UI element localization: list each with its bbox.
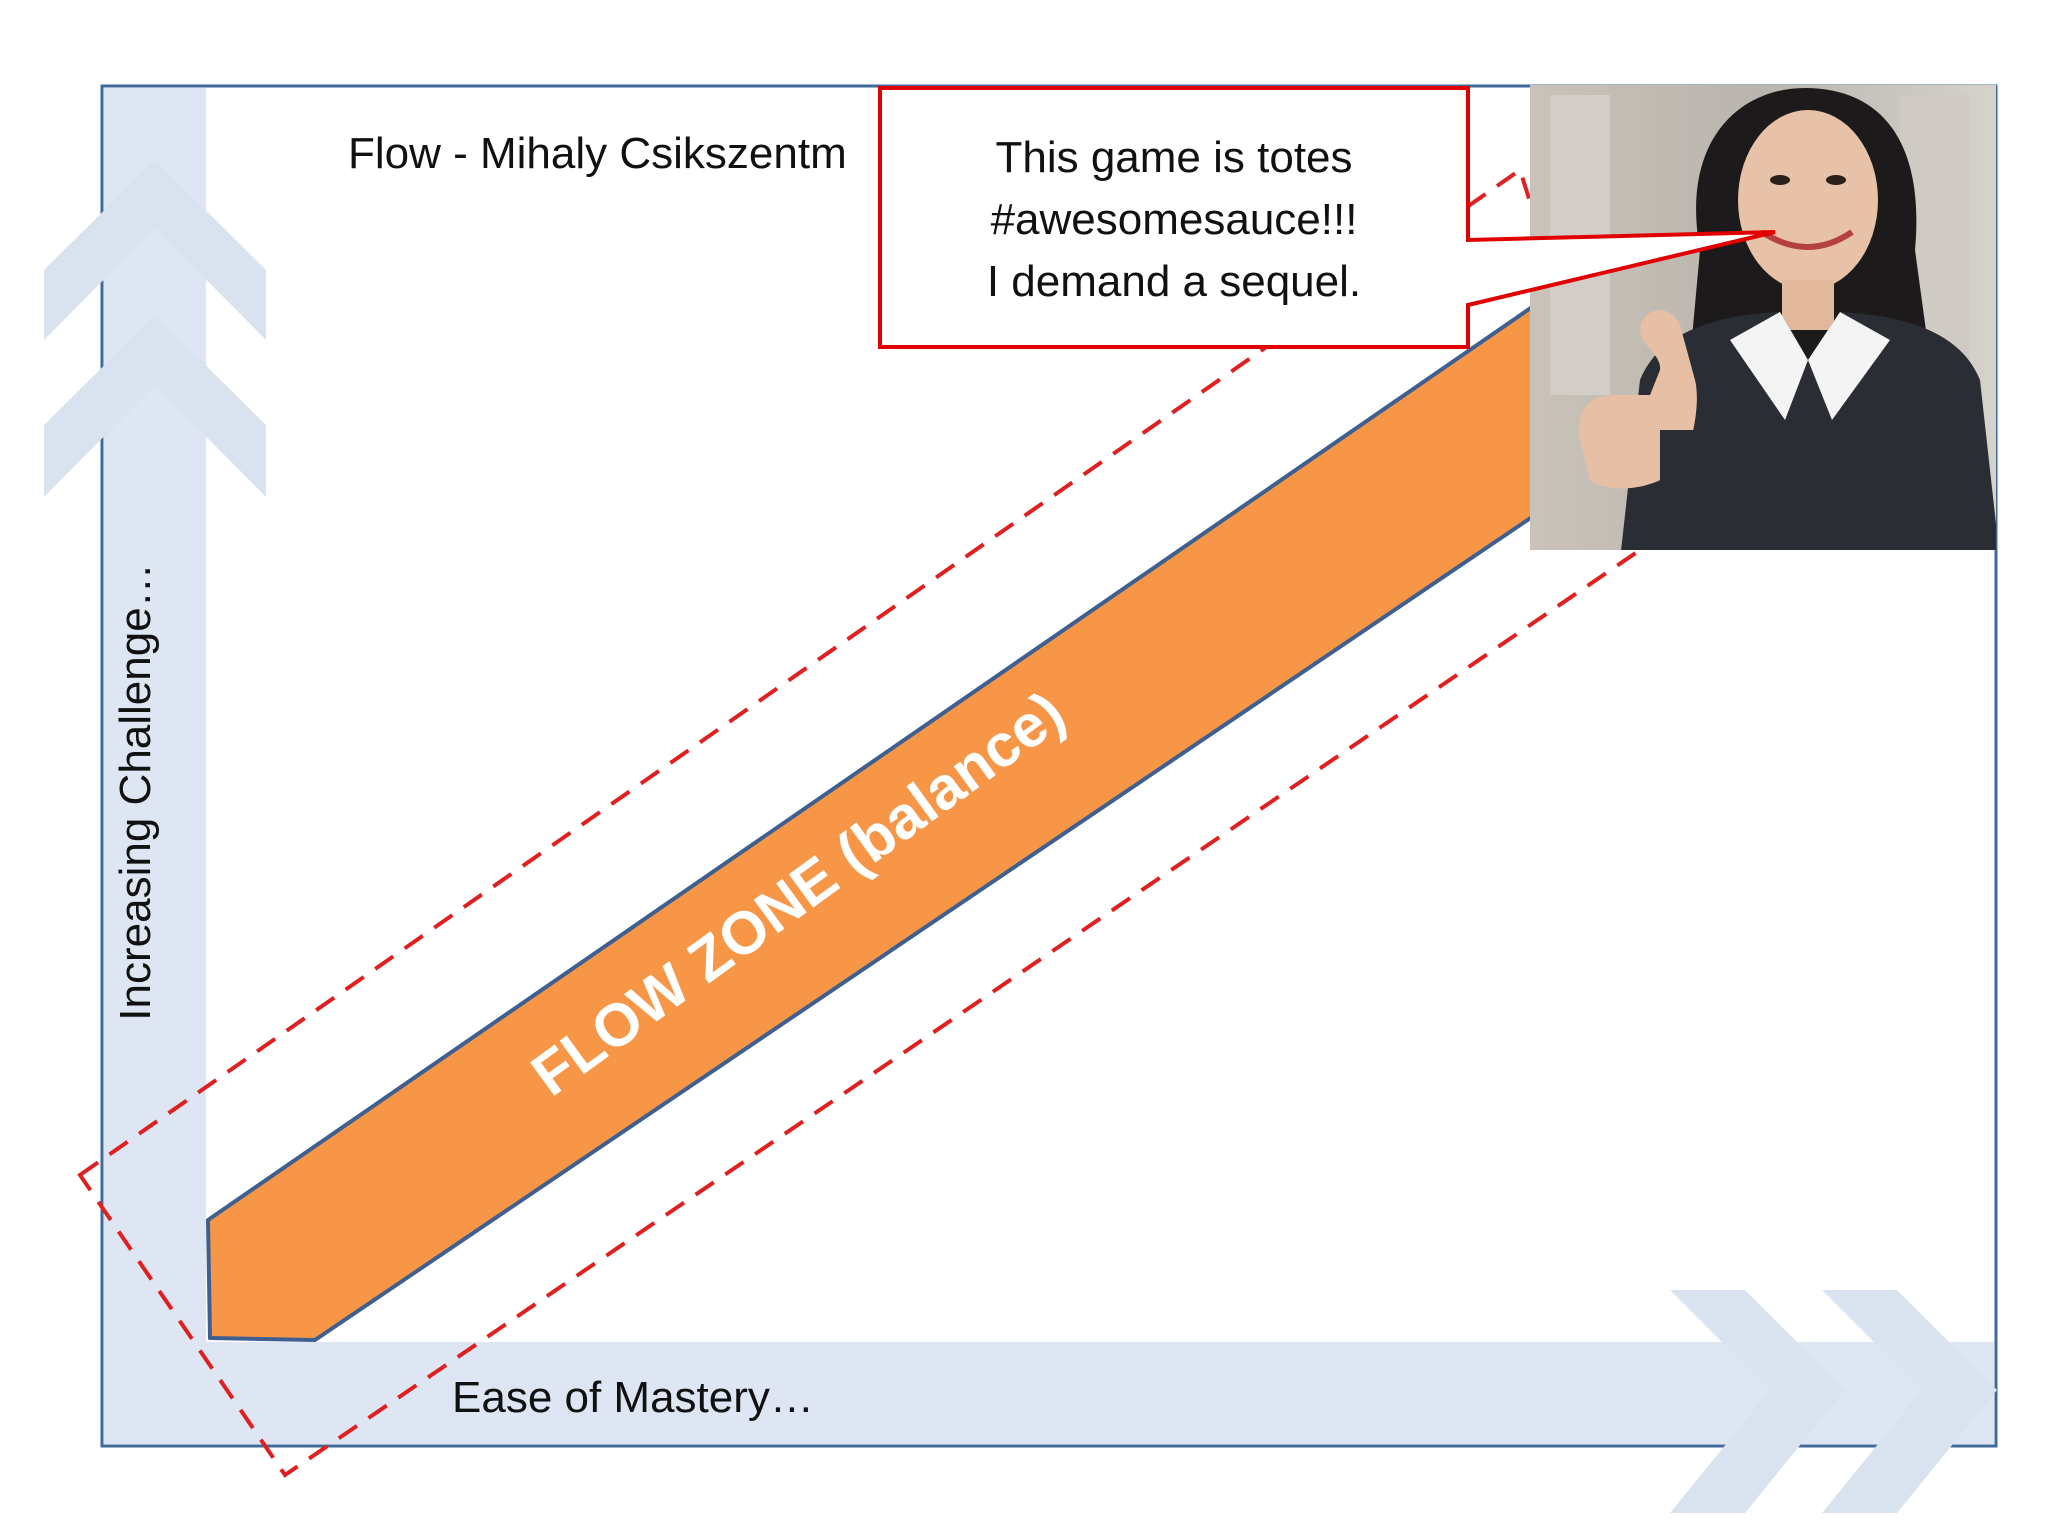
callout-line-3: I demand a sequel.	[987, 257, 1361, 306]
up-chevron-icon	[44, 160, 266, 340]
callout-line-1: This game is totes	[995, 133, 1352, 182]
right-chevron-icon	[1670, 1290, 1845, 1513]
callout-line-2: #awesomesauce!!!	[991, 195, 1358, 244]
y-axis-band	[104, 88, 206, 1444]
speech-callout	[878, 86, 1776, 349]
up-chevron-icon	[44, 315, 266, 497]
x-axis-label: Ease of Mastery…	[452, 1373, 814, 1422]
y-axis-label: Increasing Challenge…	[111, 563, 160, 1020]
woman-thumbs-up-photo	[1530, 85, 1996, 550]
flow-channel-outline	[77, 166, 1643, 1478]
flow-zone-band	[206, 303, 1537, 1342]
right-chevron-icon	[1822, 1290, 1997, 1513]
x-axis-band	[104, 1342, 1994, 1444]
diagram-title: Flow - Mihaly Csikszentm	[348, 129, 847, 178]
